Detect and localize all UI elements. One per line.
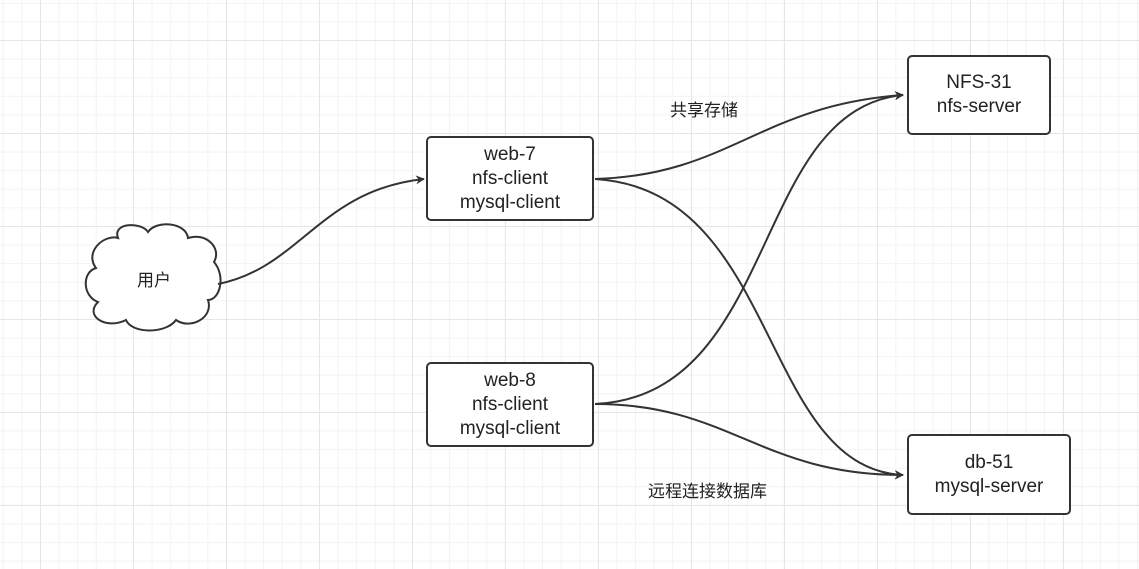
nfs-node[interactable]: NFS-31 nfs-server: [907, 55, 1051, 135]
edge-web7-to-nfs: [594, 91, 904, 180]
web7-role-mysql: mysql-client: [459, 191, 561, 213]
edge-label-remote-db: 远程连接数据库: [648, 482, 767, 501]
edge-web8-to-db: [594, 403, 904, 480]
db-name: db-51: [964, 451, 1014, 473]
web8-name: web-8: [484, 369, 536, 391]
user-cloud-label: 用户: [137, 270, 171, 290]
web8-node[interactable]: web-8 nfs-client mysql-client: [426, 362, 594, 447]
web8-role-nfs: nfs-client: [471, 393, 549, 415]
web7-role-nfs: nfs-client: [471, 167, 549, 189]
edge-user-to-web7: [217, 175, 425, 285]
web7-name: web-7: [484, 143, 536, 165]
edge-label-share-storage: 共享存储: [670, 101, 738, 120]
web8-role-mysql: mysql-client: [459, 417, 561, 439]
nfs-role: nfs-server: [936, 96, 1022, 117]
db-node[interactable]: db-51 mysql-server: [907, 434, 1071, 515]
web7-node[interactable]: web-7 nfs-client mysql-client: [426, 136, 594, 221]
edge-web8-to-nfs: [594, 91, 904, 405]
db-role: mysql-server: [934, 475, 1044, 497]
user-cloud-shape: [84, 223, 222, 332]
nfs-name: NFS-31: [946, 72, 1012, 93]
edge-web7-to-db: [594, 178, 904, 480]
